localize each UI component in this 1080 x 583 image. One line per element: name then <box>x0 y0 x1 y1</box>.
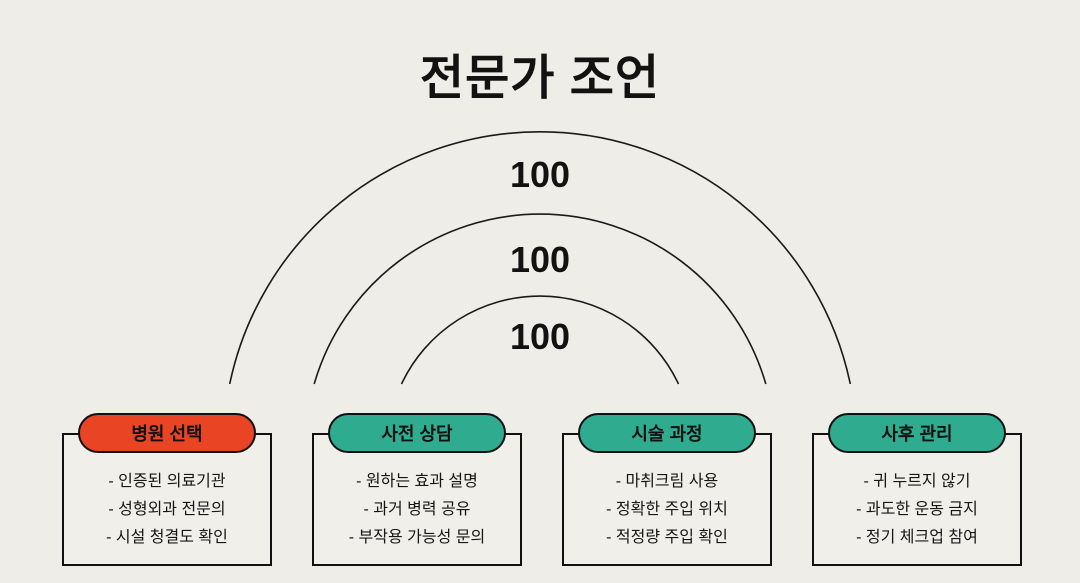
card-body: - 인증된 의료기관 - 성형외과 전문의 - 시설 청결도 확인 <box>62 433 272 566</box>
card-body: - 마취크림 사용 - 정확한 주입 위치 - 적정량 주입 확인 <box>562 433 772 566</box>
card-item: - 정기 체크업 참여 <box>856 529 978 546</box>
card-header-pill: 사전 상담 <box>328 413 506 453</box>
card-item: - 마취크림 사용 <box>615 473 719 490</box>
card-pre-consultation: 사전 상담 - 원하는 효과 설명 - 과거 병력 공유 - 부작용 가능성 문… <box>312 413 522 566</box>
card-body: - 귀 누르지 않기 - 과도한 운동 금지 - 정기 체크업 참여 <box>812 433 1022 566</box>
arc-inner <box>400 295 680 385</box>
arc-outer <box>228 131 852 385</box>
arc-value-label-outer: 100 <box>509 154 571 195</box>
page-title: 전문가 조언 <box>419 52 661 105</box>
card-item: - 성형외과 전문의 <box>108 501 226 518</box>
arc-middle <box>313 213 767 385</box>
card-header-pill: 시술 과정 <box>578 413 756 453</box>
card-header-pill: 병원 선택 <box>78 413 256 453</box>
card-item: - 적정량 주입 확인 <box>606 529 728 546</box>
card-header-pill: 사후 관리 <box>828 413 1006 453</box>
card-body: - 원하는 효과 설명 - 과거 병력 공유 - 부작용 가능성 문의 <box>312 433 522 566</box>
card-item: - 귀 누르지 않기 <box>863 473 971 490</box>
card-item: - 정확한 주입 위치 <box>606 501 728 518</box>
card-aftercare: 사후 관리 - 귀 누르지 않기 - 과도한 운동 금지 - 정기 체크업 참여 <box>812 413 1022 566</box>
card-item: - 과도한 운동 금지 <box>856 501 978 518</box>
card-item: - 인증된 의료기관 <box>108 473 226 490</box>
card-hospital-selection: 병원 선택 - 인증된 의료기관 - 성형외과 전문의 - 시설 청결도 확인 <box>62 413 272 566</box>
card-item: - 부작용 가능성 문의 <box>348 529 486 546</box>
card-procedure-process: 시술 과정 - 마취크림 사용 - 정확한 주입 위치 - 적정량 주입 확인 <box>562 413 772 566</box>
card-item: - 과거 병력 공유 <box>363 501 471 518</box>
card-item: - 원하는 효과 설명 <box>356 473 478 490</box>
arc-value-label-inner: 100 <box>509 316 571 357</box>
arc-value-label-middle: 100 <box>509 239 571 280</box>
card-item: - 시설 청결도 확인 <box>106 529 228 546</box>
